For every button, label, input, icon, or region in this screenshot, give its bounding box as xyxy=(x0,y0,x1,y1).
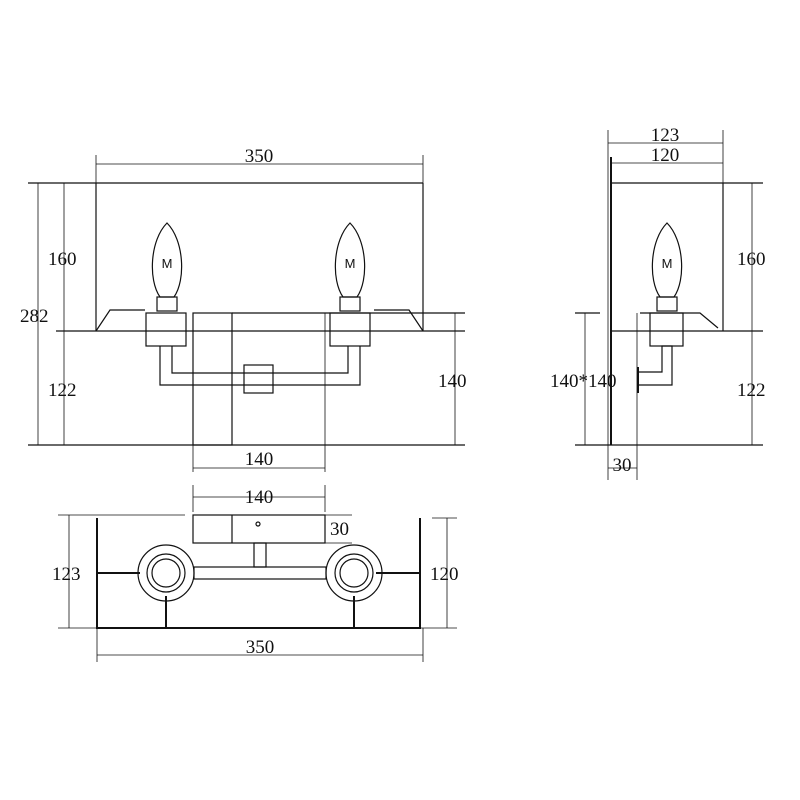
top-width-label: 350 xyxy=(246,637,275,658)
top-depth-left-label: 123 xyxy=(52,564,81,585)
bulb-right: M xyxy=(329,222,371,347)
side-thickness-label: 30 xyxy=(613,455,632,476)
side-view: 123 120 160 122 140*140 30 M xyxy=(550,125,766,480)
socket-right xyxy=(325,544,420,628)
front-total-height-label: 282 xyxy=(20,306,49,327)
front-view: 350 282 160 122 140 140 M M xyxy=(20,146,467,472)
bulb-left: M xyxy=(145,222,187,347)
bulb-mark: M xyxy=(345,256,356,271)
top-backplate-width-label: 140 xyxy=(245,487,274,508)
side-depth-inner-label: 120 xyxy=(651,145,680,166)
front-width-label: 350 xyxy=(245,146,274,167)
side-backplate-size-label: 140*140 xyxy=(550,371,617,392)
bulb-mark: M xyxy=(662,256,673,271)
front-lower-height-label: 122 xyxy=(48,380,77,401)
side-lower-height-label: 122 xyxy=(737,380,766,401)
top-thickness-label: 30 xyxy=(330,519,349,540)
front-backplate-height-label: 140 xyxy=(438,371,467,392)
socket-left xyxy=(97,544,195,628)
front-shade-height-label: 160 xyxy=(48,249,77,270)
front-backplate-width-label: 140 xyxy=(245,449,274,470)
side-shade-height-label: 160 xyxy=(737,249,766,270)
bulb-mark: M xyxy=(162,256,173,271)
top-depth-right-label: 120 xyxy=(430,564,459,585)
top-view: 140 30 123 120 350 xyxy=(52,485,459,662)
side-depth-outer-label: 123 xyxy=(651,125,680,146)
